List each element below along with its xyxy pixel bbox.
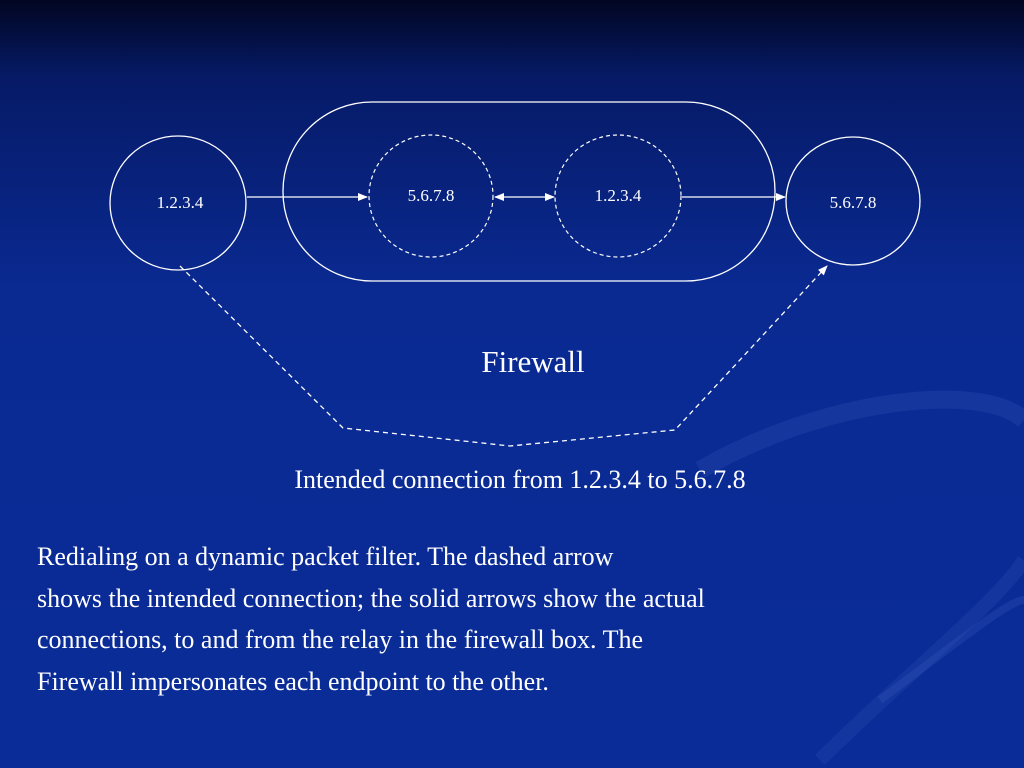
server-node-label: 5.6.7.8 bbox=[829, 193, 877, 212]
relay-right-node-label: 1.2.3.4 bbox=[594, 186, 642, 205]
firewall-label: Firewall bbox=[481, 344, 585, 379]
description-line: Redialing on a dynamic packet filter. Th… bbox=[37, 542, 614, 571]
intended-connection-caption: Intended connection from 1.2.3.4 to 5.6.… bbox=[294, 465, 746, 494]
intended-connection-dashed-arrow bbox=[179, 265, 828, 447]
description-line: shows the intended connection; the solid… bbox=[37, 583, 705, 613]
client-node-circle bbox=[109, 135, 247, 271]
server-node-circle bbox=[785, 136, 921, 266]
relay-left-circle bbox=[368, 134, 494, 258]
description-paragraph: Redialing on a dynamic packet filter. Th… bbox=[37, 536, 997, 702]
relay-right-circle bbox=[554, 134, 682, 258]
client-node-label: 1.2.3.4 bbox=[156, 193, 204, 212]
relay-left-node-label: 5.6.7.8 bbox=[407, 186, 455, 205]
description-line: connections, to and from the relay in th… bbox=[37, 625, 643, 654]
description-line: Firewall impersonates each endpoint to t… bbox=[37, 666, 549, 696]
firewall-box bbox=[282, 101, 776, 282]
